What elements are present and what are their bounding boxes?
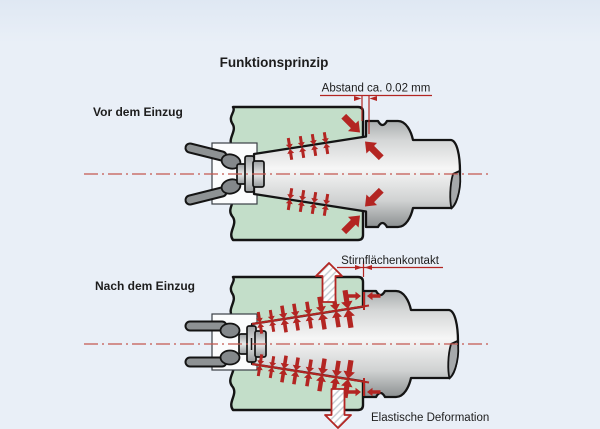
gap-annotation: Abstand ca. 0.02 mm (322, 83, 431, 95)
drawbar-gripper-clamped (184, 320, 267, 368)
diagram-before-pull-in: Vor dem Einzug (84, 83, 492, 242)
face-contact-annotation: Stirnflächenkontakt (341, 255, 440, 267)
drawbar-gripper (184, 142, 265, 206)
gripper-finger-tip (219, 322, 241, 339)
diagram-after-label: Nach dem Einzug (95, 279, 195, 293)
elastic-deformation-annotation: Elastische Deformation (371, 412, 489, 424)
contact-pressure-lines (251, 292, 370, 396)
gripper-finger-tip (219, 349, 241, 366)
diagram-after-pull-in: Nach dem Einzug (84, 255, 492, 429)
shaft-end-face (449, 170, 462, 210)
shaft-end-face (447, 340, 460, 380)
figure-title: Funktionsprinzip (220, 55, 329, 70)
gap-dimension-callout: Abstand ca. 0.02 mm (320, 83, 432, 134)
face-contact-callout: Stirnflächenkontakt (337, 255, 443, 277)
diagram-before-label: Vor dem Einzug (93, 105, 183, 119)
